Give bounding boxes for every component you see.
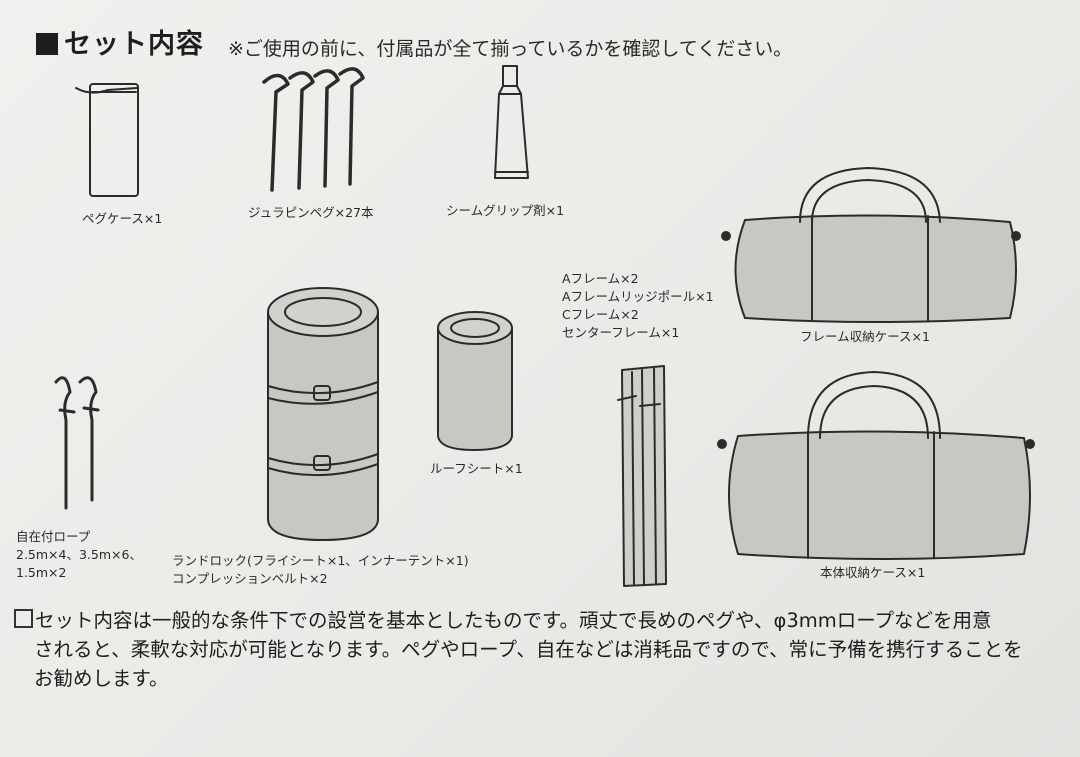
seam-grip-label: シームグリップ剤×1 [446,203,565,218]
footer-note: セット内容は一般的な条件下での設営を基本としたものです。頑丈で長めのペグや、φ3… [14,606,1064,693]
footer-line-2: されると、柔軟な対応が可能となります。ペグやロープ、自在などは消耗品ですので、常… [34,638,1023,661]
peg-case-icon [75,83,139,197]
body-case-label: 本体収納ケース×1 [820,565,926,580]
landlock-line-2: コンプレッションベルト×2 [172,571,328,586]
frame-case-label: フレーム収納ケース×1 [800,329,930,344]
roof-sheet-roll-icon [437,311,513,451]
frames-list: Aフレーム×2 Aフレームリッジポール×1 Cフレーム×2 センターフレーム×1 [562,270,714,342]
black-square-icon [36,33,58,55]
frame-item: Aフレームリッジポール×1 [562,289,714,304]
footer-line-3: お勧めします。 [34,667,169,690]
frames-bundle-icon [617,365,667,587]
rope-name: 自在付ロープ [16,529,91,544]
rope-label: 自在付ロープ 2.5m×4、3.5m×6、 1.5m×2 [16,528,142,582]
rope-sizes-2: 1.5m×2 [16,565,67,580]
check-contents-note: ※ご使用の前に、付属品が全て揃っているかを確認してください。 [228,38,793,60]
body-case-bag-icon [717,371,1035,560]
seam-grip-tube-icon [494,65,529,179]
landlock-line-1: ランドロック(フライシート×1、インナーテント×1) [172,553,469,568]
checkbox-square-icon [14,609,33,628]
frame-item: センターフレーム×1 [562,325,680,340]
landlock-label: ランドロック(フライシート×1、インナーテント×1) コンプレッションベルト×2 [172,552,469,588]
pegs-label: ジュラピンペグ×27本 [248,205,374,220]
frame-case-bag-icon [721,167,1021,323]
frame-item: Cフレーム×2 [562,307,639,322]
footer-line-1: セット内容は一般的な条件下での設営を基本としたものです。頑丈で長めのペグや、φ3… [35,609,992,632]
frame-item: Aフレーム×2 [562,271,639,286]
peg-case-label: ペグケース×1 [82,211,163,226]
pegs-icon [262,67,365,192]
rope-icon [54,376,100,510]
tent-roll-icon [267,287,379,541]
rope-sizes: 2.5m×4、3.5m×6、 [16,547,142,562]
roof-sheet-label: ルーフシート×1 [430,461,523,476]
section-title: セット内容 [36,22,204,61]
